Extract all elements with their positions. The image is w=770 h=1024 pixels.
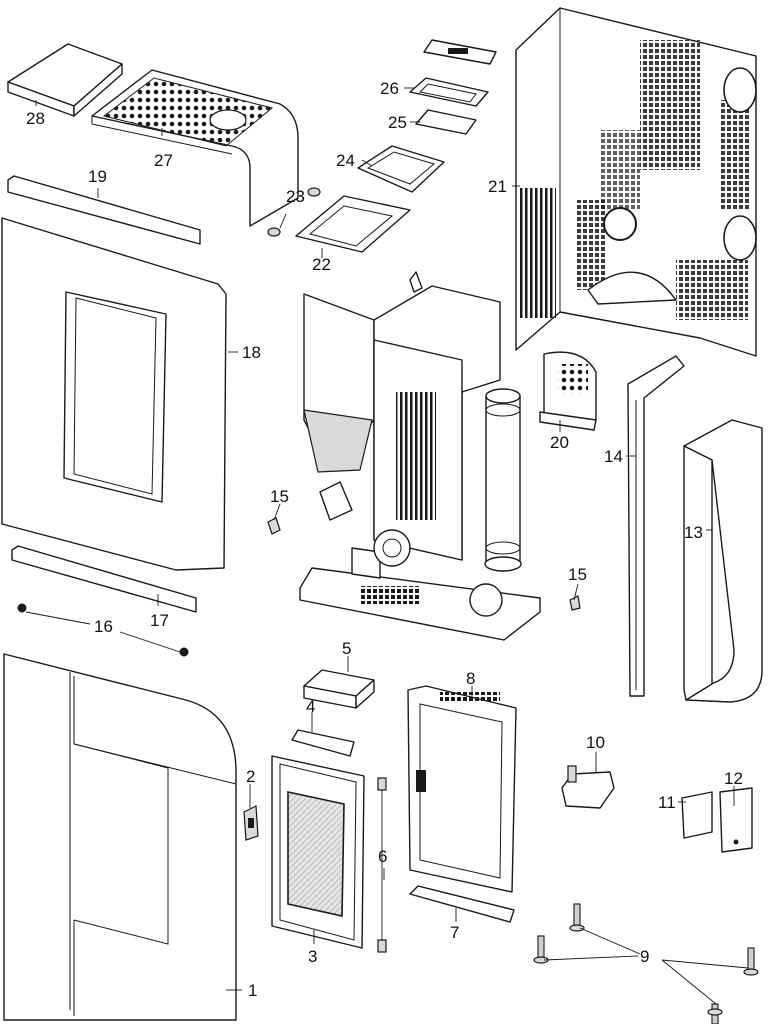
part-rear-panel bbox=[515, 7, 757, 357]
part-screws bbox=[17, 603, 189, 657]
label-2: 2 bbox=[246, 767, 255, 786]
label-20: 20 bbox=[550, 433, 569, 452]
part-hinge bbox=[243, 805, 259, 841]
label-19: 19 bbox=[88, 167, 107, 186]
label-15-left: 15 bbox=[270, 487, 289, 506]
part-plates bbox=[681, 787, 753, 853]
part-knob bbox=[267, 187, 321, 237]
label-13: 13 bbox=[684, 523, 703, 542]
part-firebrick bbox=[303, 669, 375, 709]
part-panel-frame bbox=[409, 77, 489, 107]
part-gasket-frame bbox=[357, 145, 445, 193]
part-feet bbox=[533, 903, 759, 1024]
label-9: 9 bbox=[640, 947, 649, 966]
label-18: 18 bbox=[242, 343, 261, 362]
part-lower-bracket bbox=[409, 885, 515, 923]
label-7: 7 bbox=[450, 923, 459, 942]
part-handle-rod bbox=[377, 777, 387, 953]
label-5: 5 bbox=[342, 639, 351, 658]
label-24: 24 bbox=[336, 151, 355, 170]
part-side-rail bbox=[627, 355, 685, 697]
leader-lines bbox=[25, 87, 749, 1005]
label-1: 1 bbox=[248, 981, 257, 1000]
part-top-strip bbox=[7, 175, 201, 245]
label-16: 16 bbox=[94, 617, 113, 636]
label-12: 12 bbox=[724, 769, 743, 788]
part-fittings bbox=[267, 517, 581, 611]
label-14: 14 bbox=[604, 447, 623, 466]
part-labels: 28 27 19 18 17 16 23 22 24 25 26 21 20 1… bbox=[26, 79, 743, 1000]
label-25: 25 bbox=[388, 113, 407, 132]
part-stove-body bbox=[299, 271, 541, 641]
part-top-grille bbox=[91, 69, 299, 227]
label-26: 26 bbox=[380, 79, 399, 98]
part-control-display bbox=[423, 39, 497, 65]
label-21: 21 bbox=[488, 177, 507, 196]
label-22: 22 bbox=[312, 255, 331, 274]
label-15-right: 15 bbox=[568, 565, 587, 584]
part-side-panel bbox=[683, 419, 763, 703]
label-28: 28 bbox=[26, 109, 45, 128]
part-front-frame bbox=[1, 217, 227, 571]
part-inner-door-frame bbox=[407, 685, 517, 893]
label-10: 10 bbox=[586, 733, 605, 752]
part-top-lid bbox=[7, 43, 123, 117]
label-11: 11 bbox=[658, 793, 676, 812]
part-burn-pot bbox=[561, 765, 615, 809]
part-small-bracket bbox=[291, 729, 355, 757]
label-17: 17 bbox=[150, 611, 169, 630]
part-fan-cover bbox=[539, 351, 597, 431]
label-23: 23 bbox=[286, 187, 305, 206]
label-8: 8 bbox=[466, 669, 475, 688]
part-hopper-lid bbox=[295, 195, 411, 253]
label-27: 27 bbox=[154, 151, 173, 170]
part-glass-door bbox=[271, 755, 365, 949]
part-small-tray bbox=[415, 109, 477, 135]
label-4: 4 bbox=[306, 697, 315, 716]
label-3: 3 bbox=[308, 947, 317, 966]
part-flue-pipe bbox=[484, 388, 522, 572]
label-6: 6 bbox=[378, 847, 387, 866]
part-front-door bbox=[3, 653, 237, 1021]
part-bottom-strip bbox=[11, 545, 197, 613]
